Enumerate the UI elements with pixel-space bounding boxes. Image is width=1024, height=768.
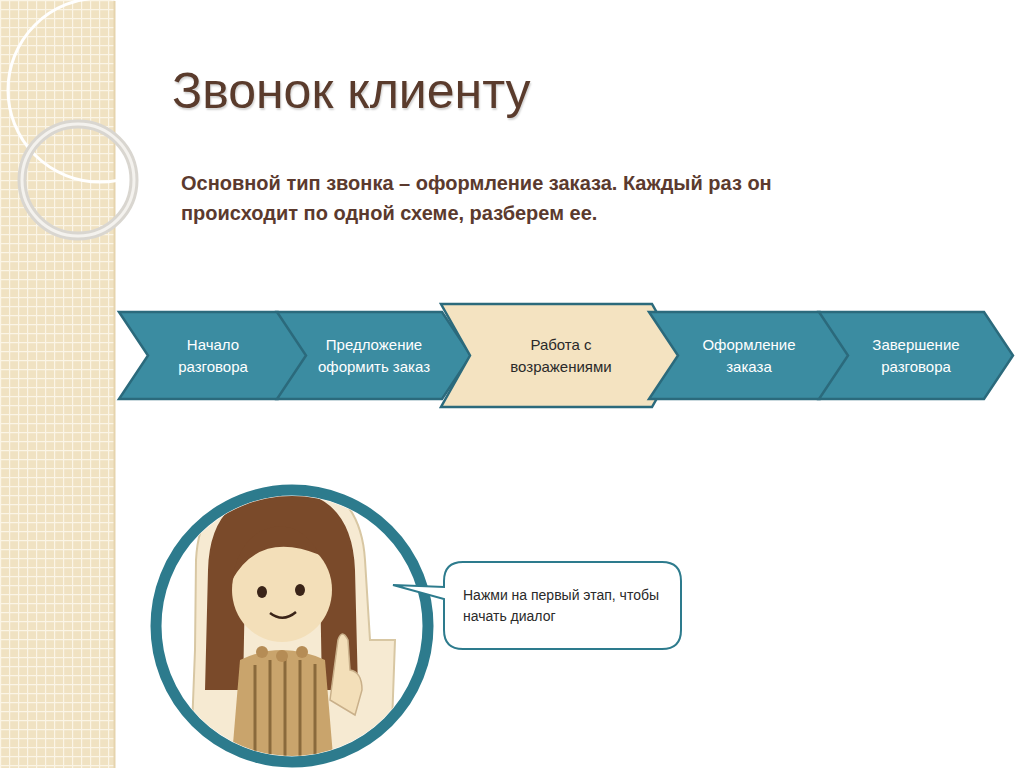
stage-label: Оформление заказа	[686, 334, 812, 378]
slide-title: Звонок клиенту	[172, 62, 531, 120]
stage-label: Работа с возражениями	[478, 334, 644, 378]
chevron-outline	[119, 312, 307, 399]
panel-edge	[114, 0, 116, 768]
bubble-shape	[443, 561, 682, 650]
bubble-outline	[393, 562, 681, 649]
chevron-outline	[441, 304, 681, 407]
grid-panel	[0, 0, 114, 768]
chevron-outline	[649, 312, 849, 399]
deco-ring	[22, 124, 134, 236]
stage-label: Предложение оформить заказ	[314, 334, 434, 378]
active-stage-chevron: Работа с возражениями	[440, 303, 682, 408]
stage-chevron: Завершение разговора	[818, 311, 1014, 400]
character-illustration	[156, 475, 428, 768]
stage-chevron: Оформление заказа	[648, 311, 850, 400]
stage-chevron: Предложение оформить заказ	[276, 311, 472, 400]
speech-bubble: Нажми на первый этап, чтобы начать диало…	[443, 561, 682, 650]
bubble-text: Нажми на первый этап, чтобы начать диало…	[463, 585, 662, 626]
stage-chevron: Начало разговора	[118, 311, 308, 400]
chevron-shape	[440, 303, 682, 408]
stage-label: Завершение разговора	[856, 334, 976, 378]
chevron-shape	[118, 311, 308, 400]
deco-ring	[22, 124, 134, 236]
chevron-outline	[277, 312, 471, 399]
stage-label: Начало разговора	[156, 334, 270, 378]
intro-text: Основной тип звонка – оформление заказа.…	[181, 168, 881, 228]
chevron-shape	[276, 311, 472, 400]
chevron-outline	[819, 312, 1013, 399]
chevron-shape	[648, 311, 850, 400]
deco-ring	[8, 0, 192, 182]
chevron-shape	[818, 311, 1014, 400]
